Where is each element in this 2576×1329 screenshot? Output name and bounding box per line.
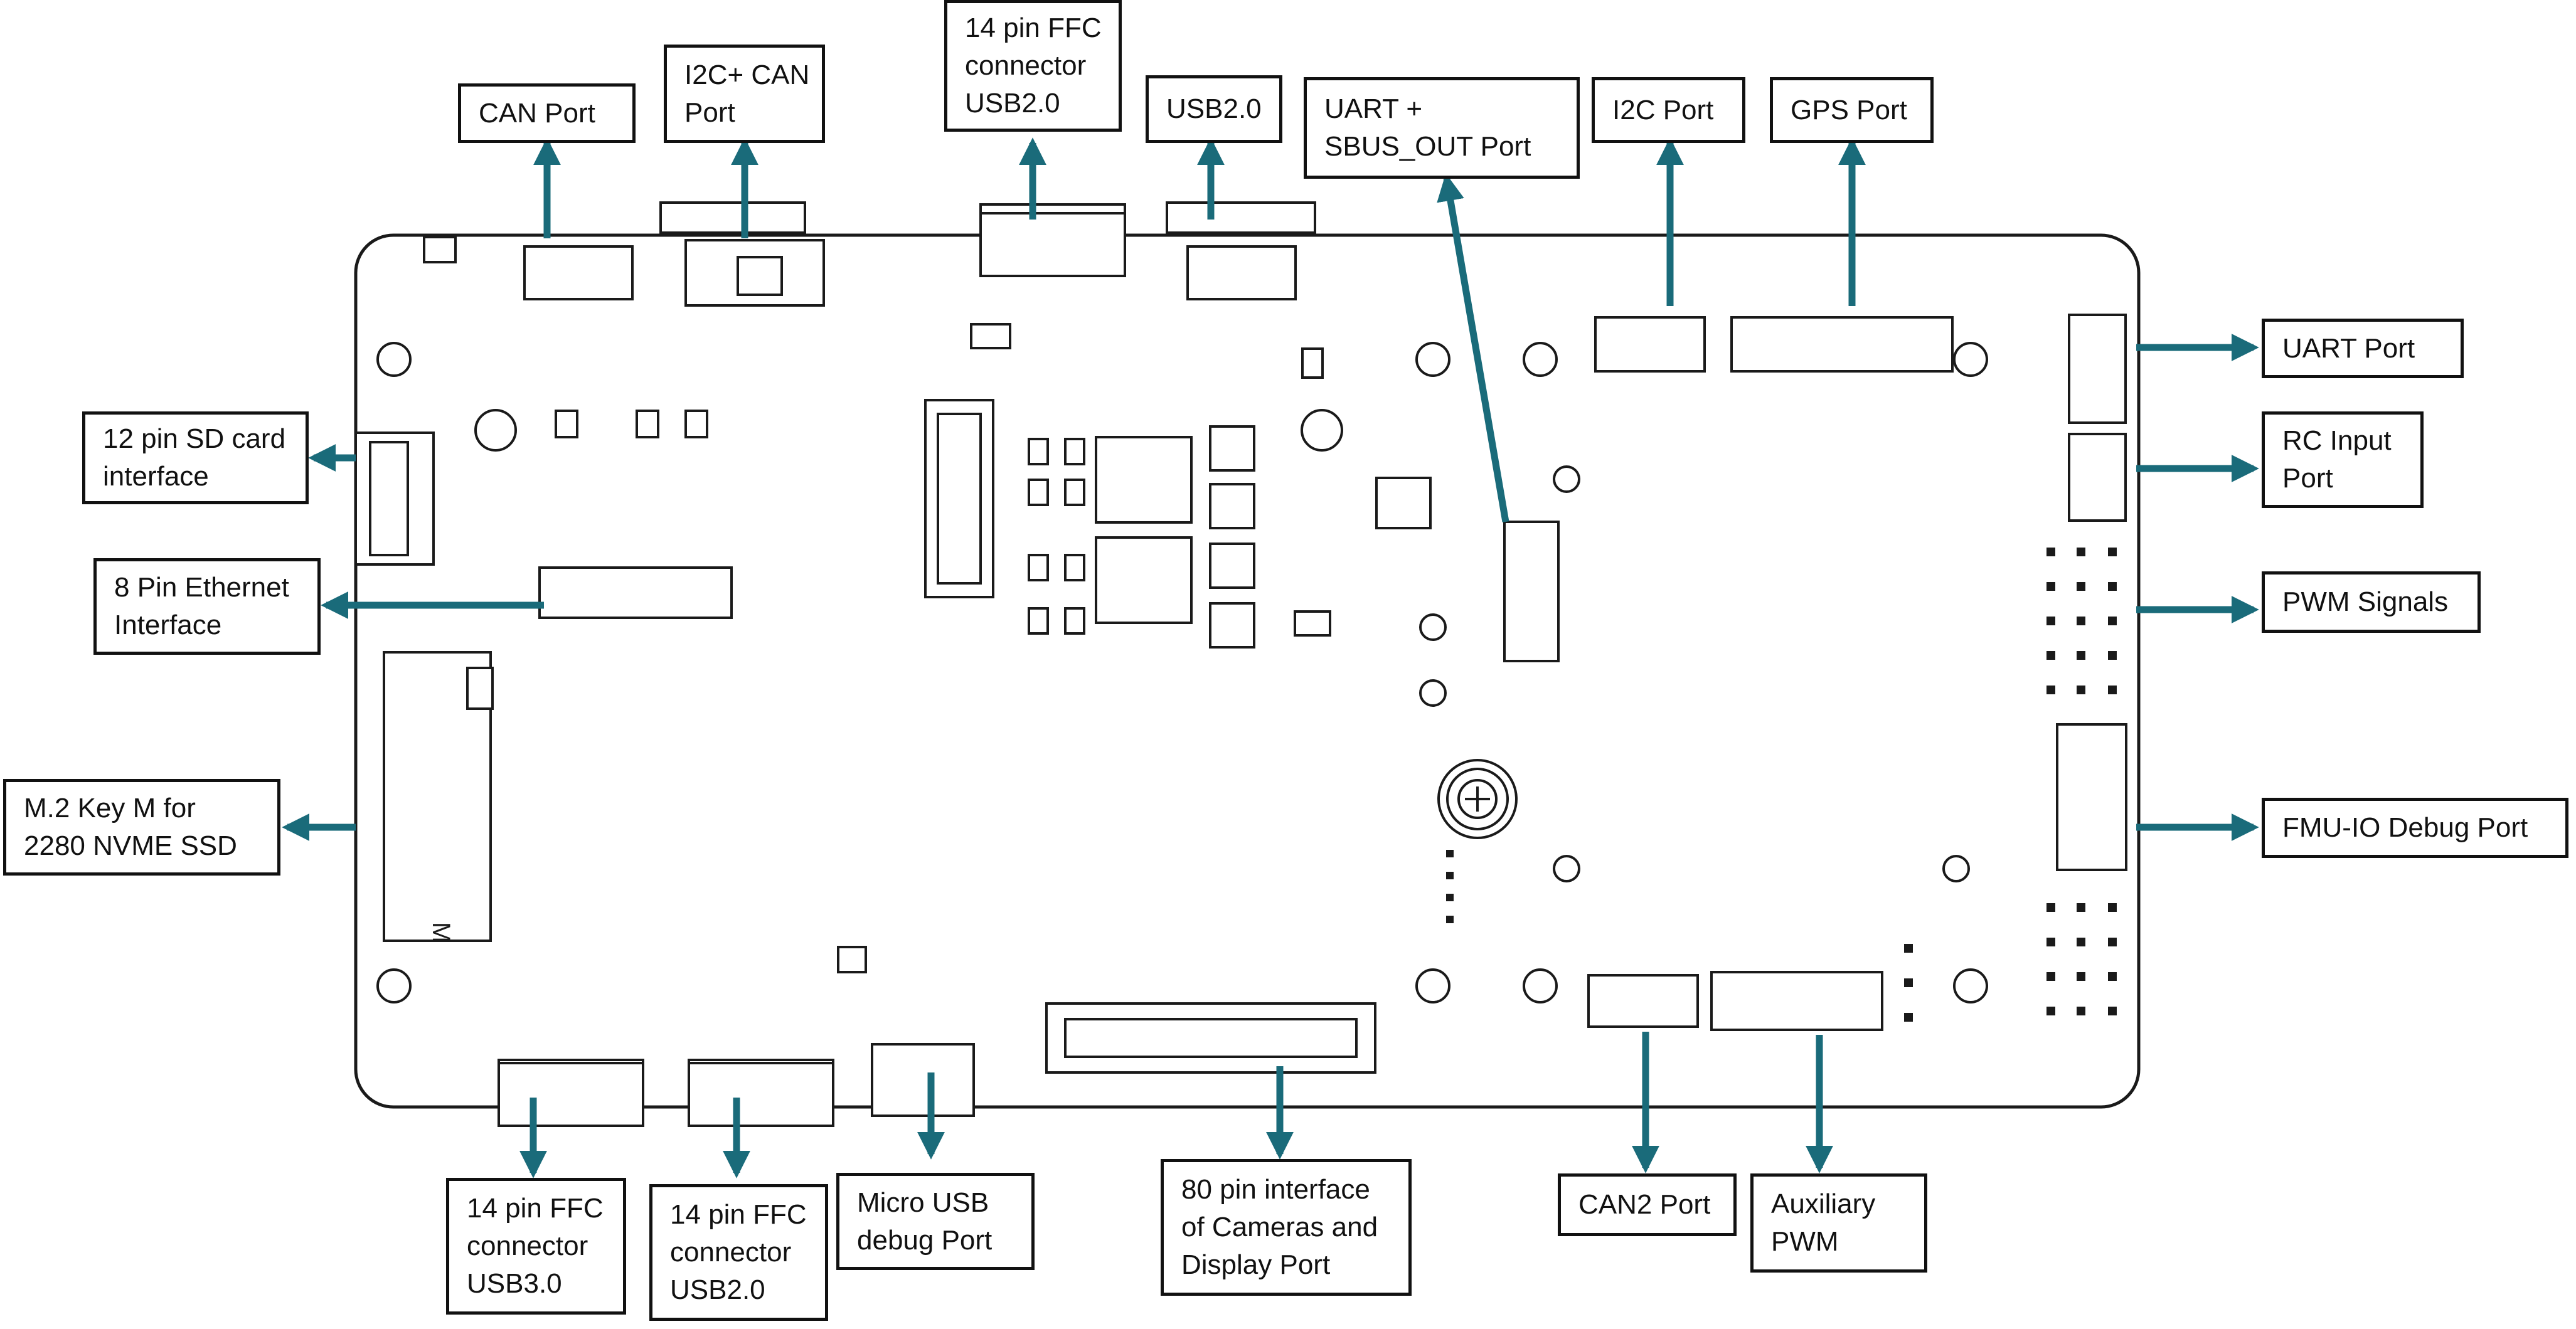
bottom-connectors (498, 971, 1883, 1127)
label-ffc14-usb3-bottom-text: 14 pin FFC connector USB3.0 (467, 1193, 604, 1299)
top-connectors (423, 201, 1954, 373)
right-connectors (2056, 314, 2127, 871)
label-sd-card-text: 12 pin SD card interface (103, 423, 286, 492)
label-usb2-top: USB2.0 (1146, 75, 1282, 143)
label-ffc14-usb2-bottom: 14 pin FFC connector USB2.0 (649, 1184, 828, 1321)
label-usb2-top-text: USB2.0 (1166, 93, 1262, 124)
label-sd-card: 12 pin SD card interface (82, 411, 309, 504)
label-fmu-debug-text: FMU-IO Debug Port (2282, 812, 2528, 843)
label-aux-pwm-text: Auxiliary PWM (1771, 1189, 1876, 1257)
m2-silkscreen: M (427, 922, 455, 943)
label-rc-input-text: RC Input Port (2282, 425, 2392, 494)
label-micro-usb-text: Micro USB debug Port (857, 1187, 993, 1256)
label-gps-port-text: GPS Port (1791, 94, 1907, 125)
label-can2-port: CAN2 Port (1558, 1173, 1737, 1236)
label-can-port: CAN Port (458, 83, 636, 143)
screw (1437, 759, 1518, 839)
small-components (555, 323, 1331, 973)
pcb-outline (354, 233, 2141, 1109)
label-ethernet-text: 8 Pin Ethernet Interface (114, 572, 289, 640)
label-rc-input: RC Input Port (2262, 411, 2424, 508)
label-micro-usb: Micro USB debug Port (836, 1173, 1035, 1270)
pad-rows (1446, 548, 2117, 1022)
callout-arrows (282, 137, 2259, 1178)
label-gps-port: GPS Port (1770, 77, 1934, 143)
mounting-holes (376, 342, 1988, 1003)
label-uart-sbus-text: UART + SBUS_OUT Port (1324, 93, 1531, 162)
label-uart-sbus: UART + SBUS_OUT Port (1304, 77, 1580, 179)
left-connectors (354, 432, 733, 942)
label-pin80: 80 pin interface of Cameras and Display … (1161, 1159, 1412, 1296)
label-aux-pwm: Auxiliary PWM (1750, 1173, 1927, 1273)
label-can2-port-text: CAN2 Port (1578, 1189, 1711, 1220)
label-uart-port-text: UART Port (2282, 332, 2415, 364)
center-chips (924, 399, 1560, 662)
label-m2-ssd-text: M.2 Key M for 2280 NVME SSD (24, 793, 237, 861)
label-m2-ssd: M.2 Key M for 2280 NVME SSD (3, 779, 280, 876)
label-i2c-port: I2C Port (1592, 77, 1745, 143)
label-i2c-can-port: I2C+ CAN Port (664, 45, 825, 143)
label-ethernet: 8 Pin Ethernet Interface (93, 558, 321, 655)
label-pin80-text: 80 pin interface of Cameras and Display … (1181, 1174, 1378, 1280)
label-pwm-signals-text: PWM Signals (2282, 586, 2449, 617)
label-can-port-text: CAN Port (479, 97, 595, 129)
label-uart-port: UART Port (2262, 319, 2464, 378)
label-ffc14-usb3-bottom: 14 pin FFC connector USB3.0 (446, 1178, 626, 1315)
label-ffc14-usb2-bottom-text: 14 pin FFC connector USB2.0 (670, 1199, 807, 1305)
label-i2c-port-text: I2C Port (1612, 94, 1714, 125)
label-ffc14-usb2-top: 14 pin FFC connector USB2.0 (944, 0, 1122, 132)
label-fmu-debug: FMU-IO Debug Port (2262, 798, 2568, 858)
label-pwm-signals: PWM Signals (2262, 571, 2481, 633)
label-ffc14-usb2-top-text: 14 pin FFC connector USB2.0 (965, 13, 1102, 119)
label-i2c-can-port-text: I2C+ CAN Port (684, 59, 810, 128)
